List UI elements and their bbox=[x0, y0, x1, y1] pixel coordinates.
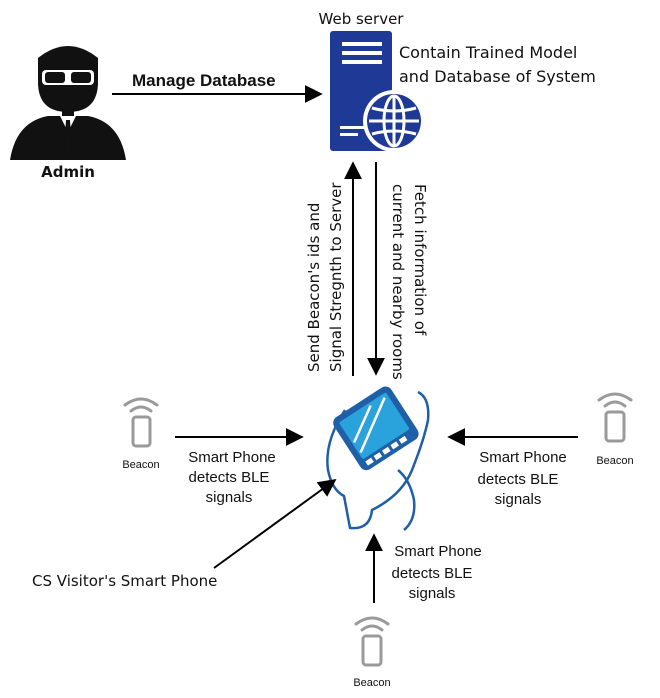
left-detect-line1: Smart Phone bbox=[188, 449, 276, 466]
fetch-label-line2: current and nearby rooms bbox=[389, 184, 407, 380]
admin-label: Admin bbox=[41, 163, 95, 181]
web-server-description-line1: Contain Trained Model bbox=[399, 43, 577, 62]
beacon-right-label: Beacon bbox=[596, 455, 633, 467]
manage-database-label: Manage Database bbox=[132, 71, 276, 90]
bottom-detect-line1: Smart Phone bbox=[394, 543, 482, 560]
right-detect-line2: detects BLE bbox=[478, 471, 559, 488]
visitor-label: CS Visitor's Smart Phone bbox=[32, 572, 217, 590]
right-detect-line3: signals bbox=[495, 491, 542, 508]
visitor-pointer-arrow bbox=[213, 478, 337, 569]
send-label-line1: Send Beacon's ids and bbox=[305, 203, 323, 372]
smartphone-in-hand-icon bbox=[326, 386, 430, 531]
left-detect-line2: detects BLE bbox=[189, 469, 270, 486]
left-detect-line3: signals bbox=[206, 489, 253, 506]
bottom-detect-line2: detects BLE bbox=[392, 565, 473, 582]
beacon-right-icon bbox=[597, 392, 633, 443]
beacon-bottom-label: Beacon bbox=[353, 677, 390, 689]
beacon-left-label: Beacon bbox=[122, 459, 159, 471]
web-server-title: Web server bbox=[319, 10, 405, 28]
send-label-line2: Signal Stregnth to Server bbox=[327, 182, 345, 372]
web-server-description-line2: and Database of System bbox=[399, 67, 596, 86]
beacon-left-icon bbox=[123, 397, 159, 448]
fetch-label-line1: Fetch information of bbox=[411, 184, 429, 336]
right-detect-line1: Smart Phone bbox=[479, 449, 567, 466]
bottom-detect-line3: signals bbox=[409, 585, 456, 602]
beacon-bottom-icon bbox=[354, 616, 390, 667]
web-server-icon bbox=[330, 31, 425, 152]
admin-icon bbox=[10, 46, 126, 160]
